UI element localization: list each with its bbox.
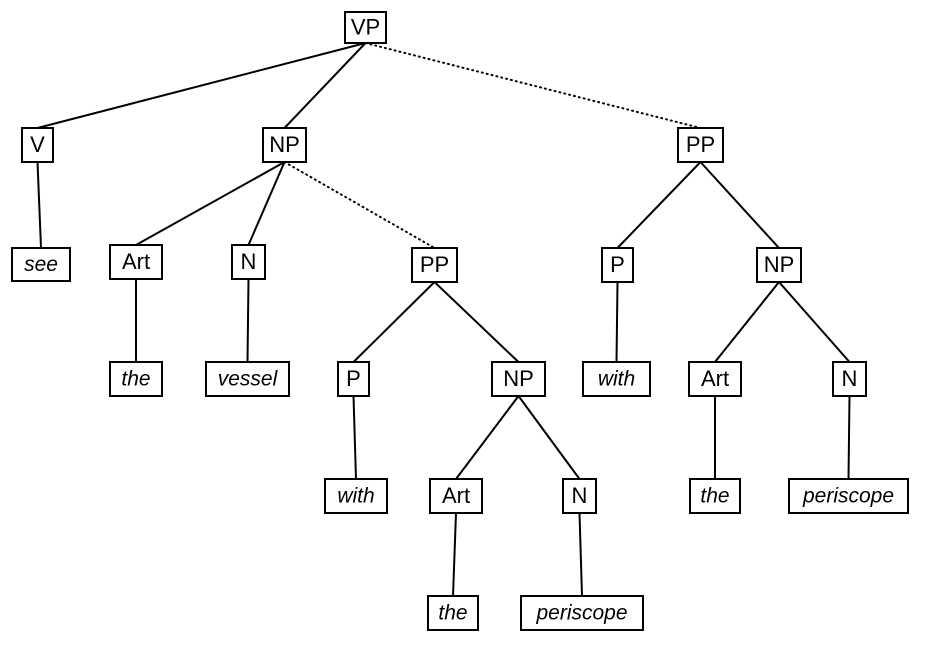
- node-box: [677, 127, 724, 163]
- node-label: NP: [764, 252, 795, 277]
- node-label: P: [610, 252, 625, 277]
- node-box: [231, 244, 266, 280]
- leaf-node-the_m[interactable]: the: [427, 595, 479, 631]
- category-node-np1[interactable]: NP: [262, 127, 307, 163]
- node-box: [562, 478, 597, 514]
- leaf-node-periscope_m[interactable]: periscope: [520, 595, 644, 631]
- tree-edge-np_right-to-art_r: [714, 281, 780, 363]
- leaf-node-see[interactable]: see: [11, 247, 71, 282]
- node-label: PP: [420, 252, 449, 277]
- leaf-node-periscope_r[interactable]: periscope: [788, 478, 909, 514]
- leaf-node-the_r[interactable]: the: [689, 478, 741, 514]
- tree-edge-pp_mid-to-p_mid: [352, 281, 436, 363]
- category-node-n_r[interactable]: N: [832, 361, 867, 397]
- node-label: V: [30, 132, 45, 157]
- category-node-p_mid[interactable]: P: [337, 361, 370, 397]
- category-node-np_mid[interactable]: NP: [491, 361, 546, 397]
- node-label: periscope: [802, 485, 894, 508]
- node-label: with: [598, 368, 635, 391]
- tree-edge-n_r-to-periscope_r: [847, 395, 851, 480]
- category-node-art_m[interactable]: Art: [429, 478, 483, 514]
- tree-edge-v-to-see: [36, 161, 42, 249]
- node-label: NP: [503, 366, 534, 391]
- node-box: [11, 247, 71, 282]
- node-box: [491, 361, 546, 397]
- node-label: VP: [351, 14, 380, 39]
- node-box: [520, 595, 644, 631]
- node-label: Art: [122, 249, 150, 274]
- node-box: [689, 478, 741, 514]
- tree-edge-vp-to-pp_right: [364, 42, 702, 129]
- category-node-v[interactable]: V: [21, 127, 54, 163]
- category-node-p_right[interactable]: P: [601, 247, 634, 283]
- node-box: [756, 247, 802, 283]
- tree-edge-np_mid-to-n_m: [517, 395, 581, 480]
- node-box: [109, 244, 163, 280]
- node-label: see: [24, 253, 58, 276]
- leaf-node-the1[interactable]: the: [109, 361, 163, 397]
- node-box: [788, 478, 909, 514]
- node-box: [324, 478, 388, 514]
- tree-edge-np1-to-art1: [135, 161, 285, 246]
- node-label: N: [842, 366, 858, 391]
- tree-edge-np1-to-pp_mid: [283, 161, 436, 249]
- tree-edge-np_right-to-n_r: [778, 281, 851, 363]
- node-label: the: [121, 368, 150, 391]
- node-label: Art: [701, 366, 729, 391]
- node-box: [688, 361, 742, 397]
- tree-edge-p_right-to-with_r: [615, 281, 619, 363]
- node-label: Art: [442, 483, 470, 508]
- node-box: [832, 361, 867, 397]
- node-box: [21, 127, 54, 163]
- category-node-pp_mid[interactable]: PP: [411, 247, 458, 283]
- tree-edge-pp_right-to-p_right: [616, 161, 702, 249]
- edge-layer: [36, 42, 851, 597]
- node-label: vessel: [218, 368, 279, 391]
- tree-edge-p_mid-to-with_m: [352, 395, 357, 480]
- node-box: [344, 11, 387, 44]
- category-node-pp_right[interactable]: PP: [677, 127, 724, 163]
- category-node-art_r[interactable]: Art: [688, 361, 742, 397]
- category-node-art1[interactable]: Art: [109, 244, 163, 280]
- node-label: P: [346, 366, 361, 391]
- node-box: [582, 361, 651, 397]
- category-node-n_m[interactable]: N: [562, 478, 597, 514]
- tree-edge-pp_right-to-np_right: [699, 161, 780, 249]
- node-label: with: [337, 485, 374, 508]
- node-label: periscope: [535, 602, 627, 625]
- node-label: N: [241, 249, 257, 274]
- node-box: [429, 478, 483, 514]
- tree-edge-n_m-to-periscope_m: [578, 512, 583, 597]
- node-box: [601, 247, 634, 283]
- tree-edge-np_mid-to-art_m: [455, 395, 520, 480]
- tree-edge-n1-to-vessel1: [246, 278, 250, 363]
- node-box: [411, 247, 458, 283]
- tree-edge-art_m-to-the_m: [452, 512, 457, 597]
- node-label: N: [572, 483, 588, 508]
- leaf-node-vessel1[interactable]: vessel: [205, 361, 290, 397]
- tree-edge-vp-to-v: [37, 42, 366, 129]
- node-box: [337, 361, 370, 397]
- node-box: [205, 361, 290, 397]
- tree-edge-pp_mid-to-np_mid: [433, 281, 520, 363]
- category-node-vp[interactable]: VP: [344, 11, 387, 44]
- node-box: [262, 127, 307, 163]
- node-box: [427, 595, 479, 631]
- node-label: NP: [269, 132, 300, 157]
- tree-edge-np1-to-n1: [247, 161, 286, 246]
- category-node-n1[interactable]: N: [231, 244, 266, 280]
- category-node-np_right[interactable]: NP: [756, 247, 802, 283]
- tree-edge-vp-to-np1: [283, 42, 367, 129]
- leaf-node-with_m[interactable]: with: [324, 478, 388, 514]
- node-label: the: [700, 485, 729, 508]
- node-label: the: [438, 602, 467, 625]
- node-label: PP: [686, 132, 715, 157]
- leaf-node-with_r[interactable]: with: [582, 361, 651, 397]
- node-box: [109, 361, 163, 397]
